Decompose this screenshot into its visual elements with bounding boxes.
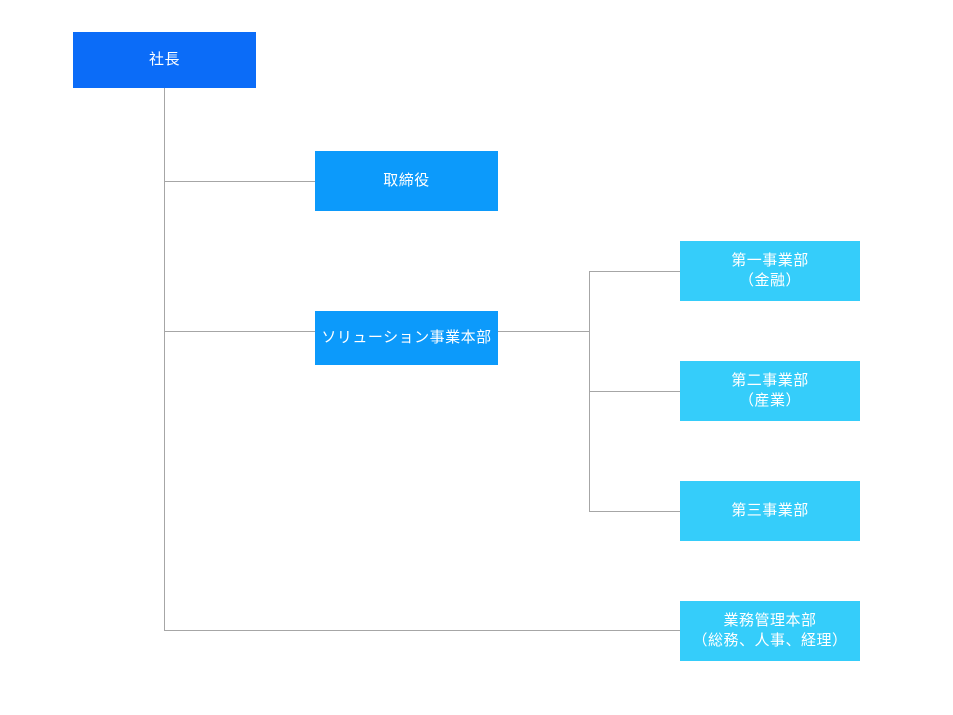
org-node-division-2[interactable]: 第二事業部 （産業） bbox=[680, 361, 860, 421]
connector-branch-division1 bbox=[589, 271, 680, 272]
org-node-division-1[interactable]: 第一事業部 （金融） bbox=[680, 241, 860, 301]
org-node-division-3-line-1: 第三事業部 bbox=[731, 501, 809, 519]
org-node-admin-division[interactable]: 業務管理本部 （総務、人事、経理） bbox=[680, 601, 860, 661]
connector-stem-solution bbox=[498, 331, 589, 332]
connector-trunk-president bbox=[164, 88, 165, 631]
org-node-division-2-line-1: 第二事業部 bbox=[731, 371, 809, 389]
connector-branch-admin bbox=[164, 630, 680, 631]
org-node-director[interactable]: 取締役 bbox=[315, 151, 498, 211]
org-node-admin-division-line-1: 業務管理本部 bbox=[723, 611, 817, 629]
connector-branch-division3 bbox=[589, 511, 680, 512]
connector-branch-solution bbox=[164, 331, 315, 332]
connector-branch-division2 bbox=[589, 391, 680, 392]
org-node-division-1-line-1: 第一事業部 bbox=[731, 251, 809, 269]
connector-branch-director bbox=[164, 181, 315, 182]
org-node-division-3[interactable]: 第三事業部 bbox=[680, 481, 860, 541]
org-node-division-2-line-2: （産業） bbox=[738, 392, 801, 409]
org-node-president-line-1: 社長 bbox=[148, 50, 180, 68]
org-node-solution-division-line-1: ソリューション事業本部 bbox=[321, 328, 492, 346]
org-node-admin-division-line-2: （総務、人事、経理） bbox=[692, 632, 848, 649]
org-node-solution-division[interactable]: ソリューション事業本部 bbox=[315, 311, 498, 365]
org-node-president[interactable]: 社長 bbox=[73, 32, 256, 88]
org-node-director-line-1: 取締役 bbox=[383, 171, 430, 189]
org-node-division-1-line-2: （金融） bbox=[738, 272, 801, 289]
